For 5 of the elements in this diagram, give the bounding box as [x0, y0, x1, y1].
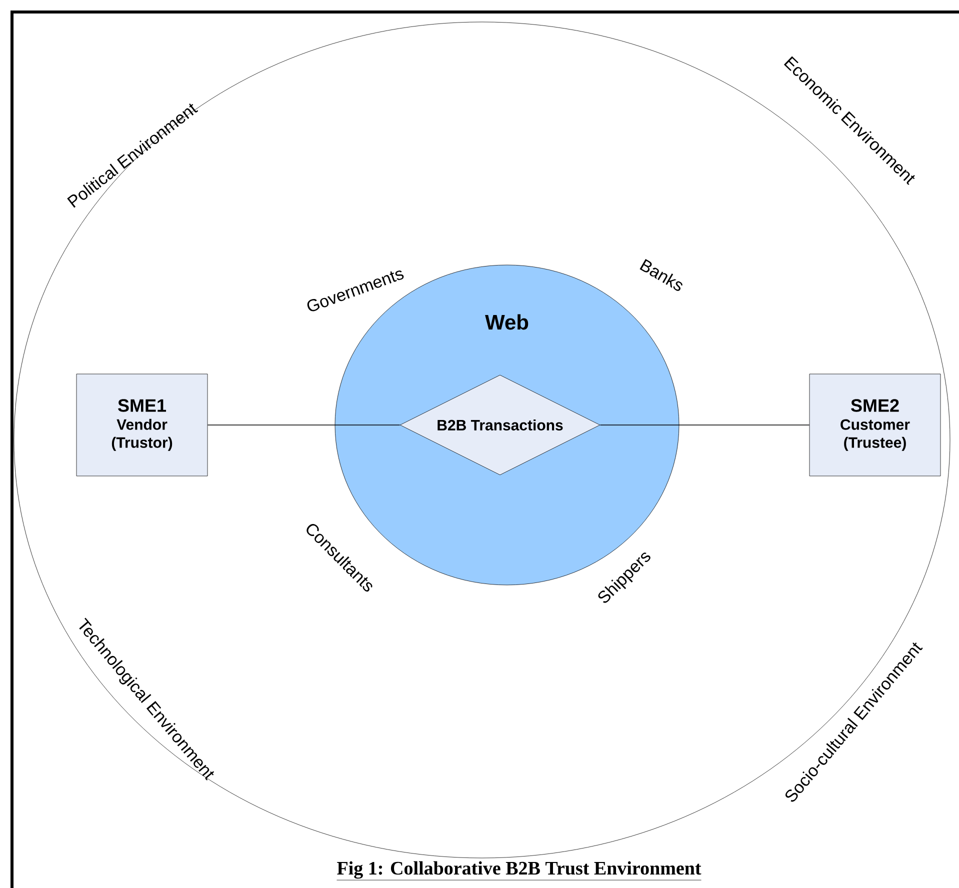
sme-box: SME1 Vendor (Trustor)	[76, 374, 208, 476]
connector-line	[207, 424, 400, 426]
connector-line	[600, 424, 810, 426]
figure-caption: Fig 1: Collaborative B2B Trust Environment	[336, 861, 702, 880]
sme-box: SME2 Customer (Trustee)	[809, 374, 941, 476]
